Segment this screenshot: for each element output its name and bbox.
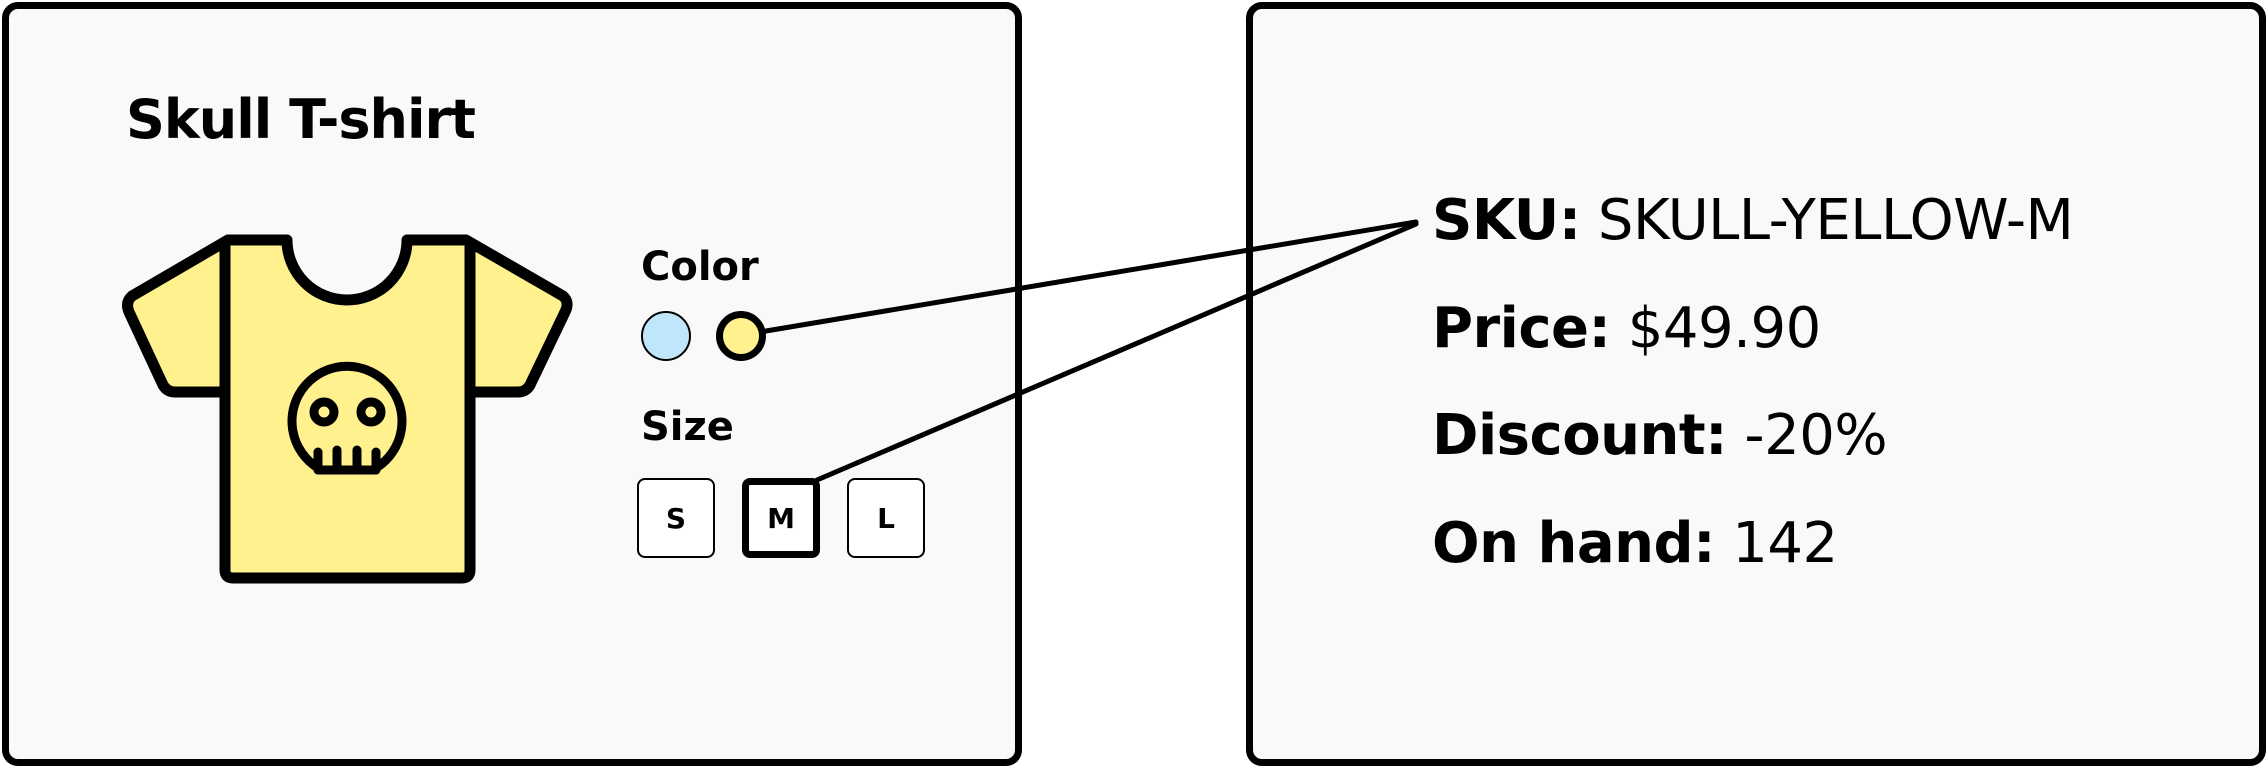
size-label: Size — [641, 404, 734, 450]
sku-value: SKULL-YELLOW-M — [1597, 188, 2074, 253]
color-label: Color — [641, 244, 759, 290]
discount-value: -20% — [1744, 403, 1888, 468]
skull-icon — [287, 361, 407, 475]
on-hand-label: On hand: — [1432, 511, 1715, 576]
size-button-s[interactable]: S — [637, 478, 715, 558]
discount-row: Discount: -20% — [1432, 403, 1888, 468]
on-hand-value: 142 — [1732, 511, 1838, 576]
sku-label: SKU: — [1432, 188, 1581, 253]
sku-row: SKU: SKULL-YELLOW-M — [1432, 188, 2074, 253]
discount-label: Discount: — [1432, 403, 1728, 468]
size-button-m[interactable]: M — [742, 478, 820, 558]
on-hand-row: On hand: 142 — [1432, 511, 1838, 576]
details-card — [1246, 2, 2266, 766]
size-button-l[interactable]: L — [847, 478, 925, 558]
price-row: Price: $49.90 — [1432, 296, 1821, 361]
color-swatch-yellow[interactable] — [716, 311, 766, 361]
tshirt-body — [122, 234, 573, 584]
product-title: Skull T-shirt — [126, 88, 476, 151]
color-swatch-light-blue[interactable] — [641, 311, 691, 361]
price-value: $49.90 — [1627, 296, 1821, 361]
tshirt-icon — [122, 234, 573, 584]
price-label: Price: — [1432, 296, 1611, 361]
